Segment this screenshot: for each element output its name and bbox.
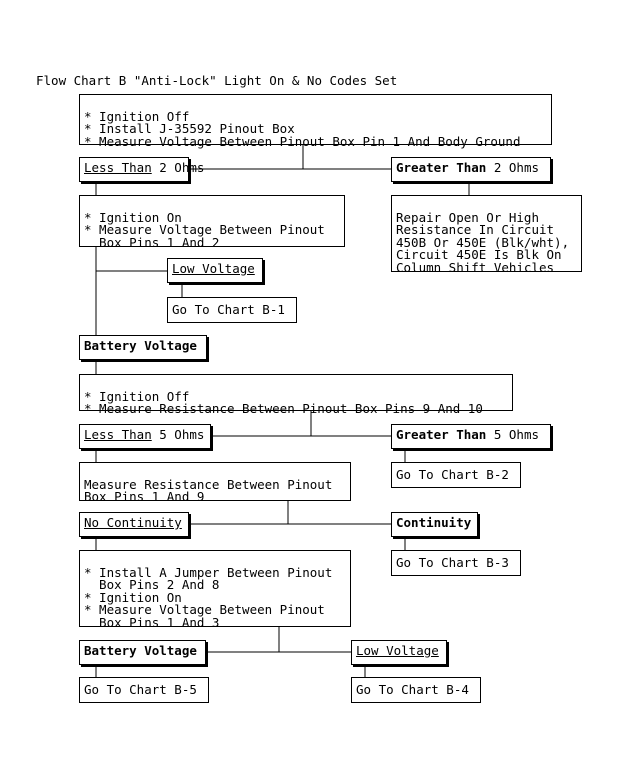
chart-title: Flow Chart B "Anti-Lock" Light On & No C… bbox=[36, 73, 398, 88]
goto-chart-b2: Go To Chart B-2 bbox=[391, 462, 521, 488]
result-low-voltage-2: Low Voltage bbox=[351, 640, 447, 665]
step-ignition-off-measure-pin1: * Ignition Off* Install J-35592 Pinout B… bbox=[79, 94, 552, 147]
goto-chart-b3: Go To Chart B-3 bbox=[391, 550, 521, 576]
result-greater-than-5-ohms: Greater Than 5 Ohms bbox=[391, 424, 551, 449]
result-battery-voltage-2: Battery Voltage bbox=[79, 640, 206, 665]
step-ignition-on-measure-pins-1-2: * Ignition On* Measure Voltage Between P… bbox=[79, 195, 345, 248]
goto-chart-b4: Go To Chart B-4 bbox=[351, 677, 481, 703]
goto-chart-b1: Go To Chart B-1 bbox=[167, 297, 297, 323]
result-greater-than-2-ohms: Greater Than 2 Ohms bbox=[391, 157, 551, 182]
result-low-voltage: Low Voltage bbox=[167, 258, 263, 283]
result-continuity: Continuity bbox=[391, 512, 478, 537]
step-ignition-off-measure-pins-9-10: * Ignition Off* Measure Resistance Betwe… bbox=[79, 374, 513, 415]
result-no-continuity: No Continuity bbox=[79, 512, 189, 537]
result-battery-voltage: Battery Voltage bbox=[79, 335, 207, 360]
goto-chart-b5: Go To Chart B-5 bbox=[79, 677, 209, 703]
result-less-than-2-ohms: Less Than 2 Ohms bbox=[79, 157, 204, 182]
result-less-than-5-ohms: Less Than 5 Ohms bbox=[79, 424, 211, 449]
step-install-jumper-measure-pins-1-3: * Install A Jumper Between Pinout Box Pi… bbox=[79, 550, 351, 628]
